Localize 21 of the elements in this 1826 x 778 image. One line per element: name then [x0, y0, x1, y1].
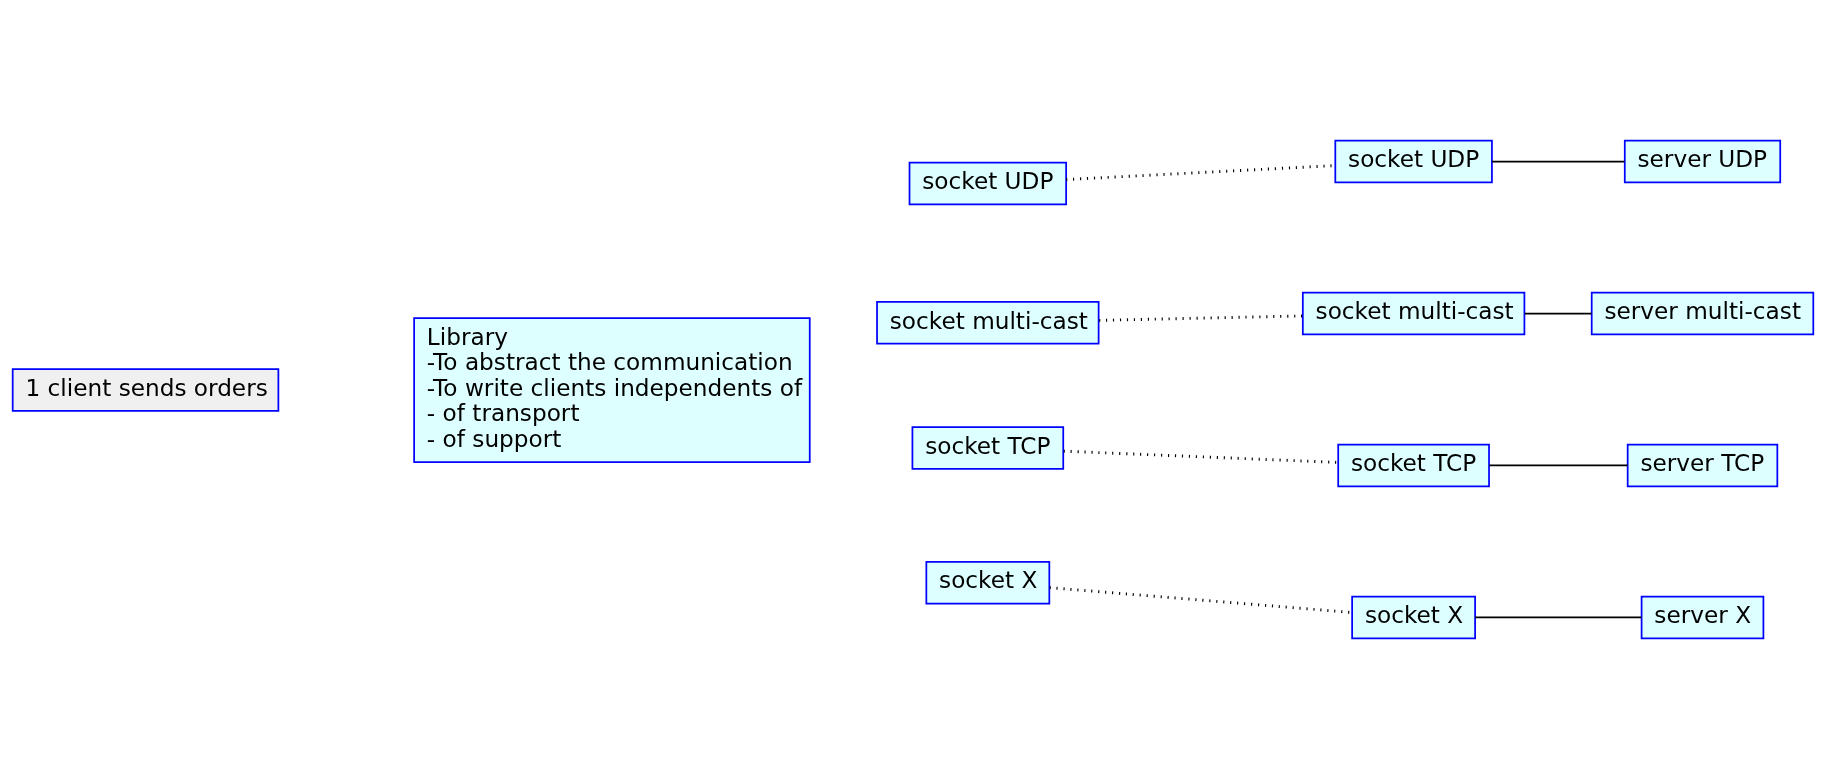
node-box: socket X [925, 560, 1051, 604]
node-box: server UDP [1623, 139, 1782, 183]
connector [1099, 313, 1303, 322]
node-box: socket TCP [911, 425, 1065, 470]
node-box: socket TCP [1337, 443, 1490, 487]
node-box: Library -To abstract the communication -To write clients independents of - of transport - of support [413, 316, 811, 463]
node-box: socket X [1351, 595, 1476, 639]
node-box: server multi-cast [1590, 291, 1815, 335]
node-box: 1 client sends orders [11, 367, 280, 412]
connector [1491, 160, 1626, 162]
connector [1474, 616, 1643, 618]
node-box: socket multi-cast [876, 300, 1100, 345]
node-box: server TCP [1626, 443, 1779, 487]
node-box: socket multi-cast [1301, 291, 1526, 335]
connector [1049, 585, 1352, 614]
connector [1488, 464, 1629, 466]
connector [1063, 449, 1339, 464]
node-box: socket UDP [1334, 139, 1493, 183]
node-box: server X [1640, 595, 1765, 639]
connector [1523, 312, 1593, 314]
node-box: socket UDP [908, 161, 1067, 205]
